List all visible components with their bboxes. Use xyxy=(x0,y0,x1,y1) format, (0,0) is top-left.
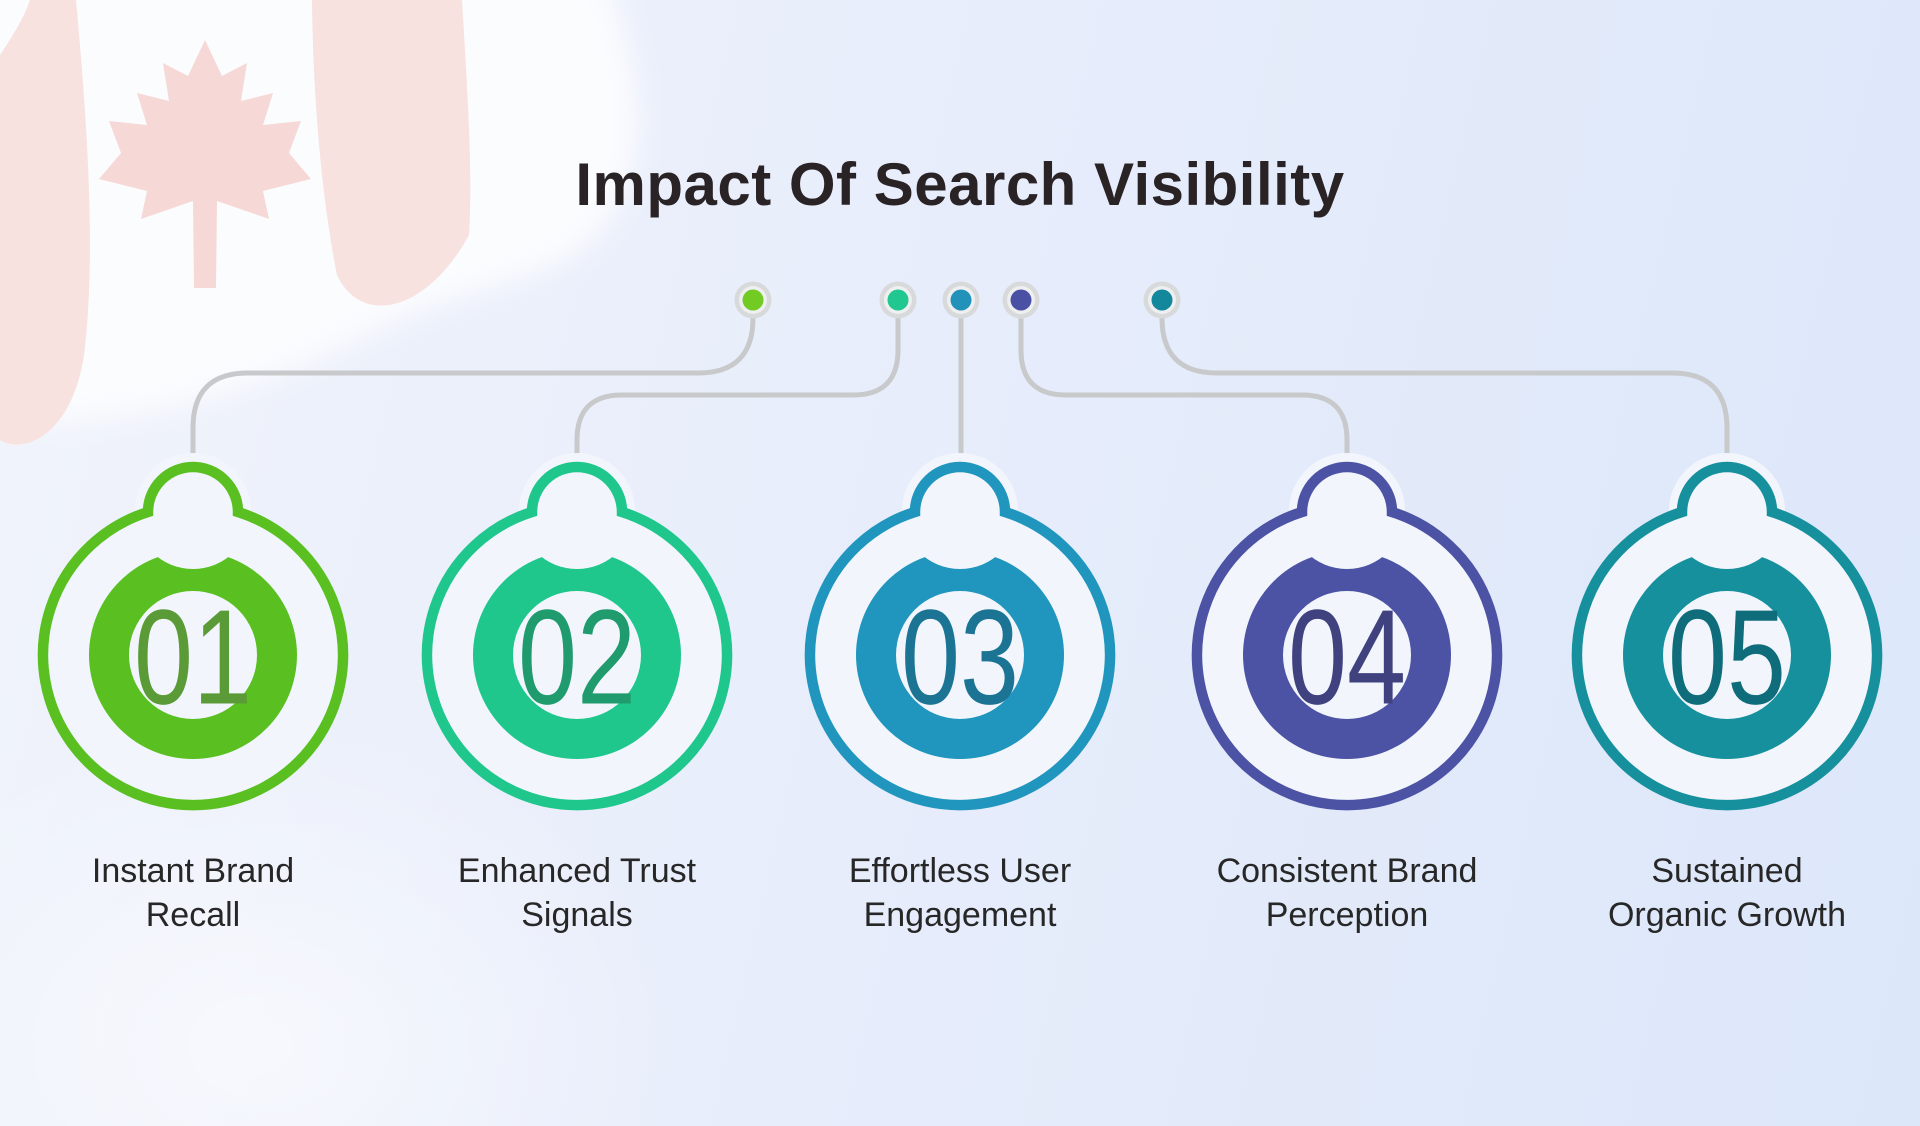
badge-ring xyxy=(1623,551,1831,759)
wire-step-1 xyxy=(190,297,756,469)
badge-outline xyxy=(37,461,349,811)
step-number-04: 04 xyxy=(1288,582,1406,733)
wire-step-5 xyxy=(1159,297,1730,469)
step-badge-02: 02 xyxy=(421,453,733,811)
step-label-5-line-1: Sustained xyxy=(1651,852,1803,890)
step-number-02: 02 xyxy=(518,582,636,733)
step-label-4-line-1: Consistent Brand xyxy=(1216,852,1478,890)
step-label-2-line-2: Signals xyxy=(521,896,633,934)
badge-ring xyxy=(1243,551,1451,759)
badge-outline xyxy=(1191,461,1503,811)
step-number-05: 05 xyxy=(1668,582,1786,733)
step-label-2: Enhanced Trust Signals xyxy=(385,849,769,937)
step-number-01: 01 xyxy=(134,582,252,733)
dot-color-5 xyxy=(1151,289,1173,311)
step-dot-2 xyxy=(879,281,917,319)
wire-step-2 xyxy=(574,297,901,469)
step-number-03: 03 xyxy=(901,582,1019,733)
dot-color-3 xyxy=(950,289,972,311)
badge-ring xyxy=(89,551,297,759)
step-dot-5 xyxy=(1143,281,1181,319)
badge-outline xyxy=(804,461,1116,811)
wire-step-4 xyxy=(1018,297,1350,469)
step-dot-4 xyxy=(1002,281,1040,319)
badge-ring xyxy=(856,551,1064,759)
step-dot-3 xyxy=(942,281,980,319)
badge-outline xyxy=(1571,461,1883,811)
dot-color-4 xyxy=(1010,289,1032,311)
step-badge-03: 03 xyxy=(804,453,1116,811)
step-badge-04: 04 xyxy=(1191,453,1503,811)
step-label-5-line-2: Organic Growth xyxy=(1607,896,1847,934)
badge-outline xyxy=(421,461,733,811)
step-label-3-line-2: Engagement xyxy=(863,896,1057,934)
step-label-3: Effortless User Engagement xyxy=(768,849,1152,937)
dot-color-1 xyxy=(742,289,764,311)
step-dot-1 xyxy=(734,281,772,319)
step-label-4: Consistent Brand Perception xyxy=(1155,849,1539,937)
step-badge-05: 05 xyxy=(1571,453,1883,811)
step-label-3-line-1: Effortless User xyxy=(848,852,1072,890)
dot-color-2 xyxy=(887,289,909,311)
step-label-5: Sustained Organic Growth xyxy=(1535,849,1919,937)
step-label-4-line-2: Perception xyxy=(1265,896,1429,934)
step-label-1: Instant Brand Recall xyxy=(1,849,385,937)
step-label-1-line-2: Recall xyxy=(145,896,241,934)
page-title: Impact Of Search Visibility xyxy=(575,151,1345,218)
step-label-1-line-1: Instant Brand xyxy=(91,852,295,890)
badge-ring xyxy=(473,551,681,759)
step-badge-01: 01 xyxy=(37,453,349,811)
step-label-2-line-1: Enhanced Trust xyxy=(457,852,697,890)
